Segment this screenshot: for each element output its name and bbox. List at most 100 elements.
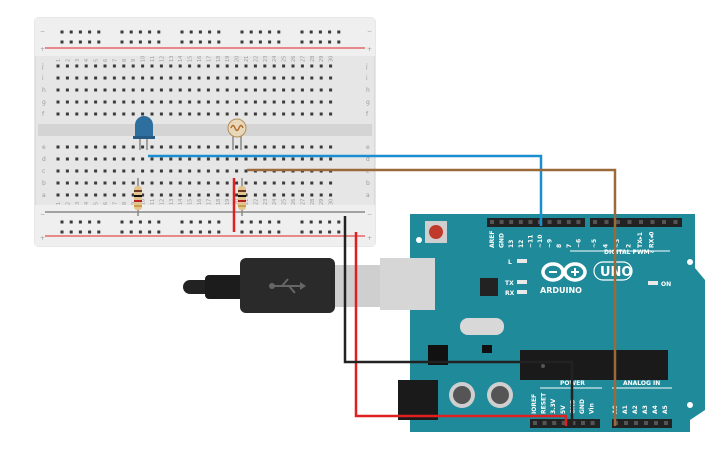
- rail-hole[interactable]: [217, 40, 221, 44]
- terminal-hole[interactable]: [235, 193, 239, 197]
- terminal-hole[interactable]: [178, 88, 182, 92]
- rail-hole[interactable]: [249, 220, 253, 224]
- header-pin[interactable]: [593, 220, 597, 224]
- terminal-hole[interactable]: [206, 88, 210, 92]
- terminal-hole[interactable]: [169, 169, 173, 173]
- header-pin[interactable]: [662, 220, 666, 224]
- terminal-hole[interactable]: [169, 157, 173, 161]
- terminal-hole[interactable]: [244, 169, 248, 173]
- terminal-hole[interactable]: [197, 181, 201, 185]
- terminal-hole[interactable]: [263, 193, 267, 197]
- rail-hole[interactable]: [208, 40, 212, 44]
- terminal-hole[interactable]: [206, 100, 210, 104]
- resistor-1[interactable]: [134, 178, 142, 216]
- terminal-hole[interactable]: [75, 181, 79, 185]
- terminal-hole[interactable]: [216, 181, 220, 185]
- terminal-hole[interactable]: [310, 76, 314, 80]
- terminal-hole[interactable]: [150, 157, 154, 161]
- terminal-hole[interactable]: [112, 157, 116, 161]
- terminal-hole[interactable]: [150, 64, 154, 68]
- terminal-hole[interactable]: [112, 169, 116, 173]
- rail-hole[interactable]: [208, 230, 212, 234]
- terminal-hole[interactable]: [94, 100, 98, 104]
- terminal-hole[interactable]: [263, 181, 267, 185]
- terminal-hole[interactable]: [141, 64, 145, 68]
- header-pin[interactable]: [499, 220, 504, 224]
- terminal-hole[interactable]: [319, 157, 323, 161]
- rail-hole[interactable]: [129, 30, 133, 34]
- terminal-hole[interactable]: [235, 112, 239, 116]
- rail-hole[interactable]: [208, 220, 212, 224]
- terminal-hole[interactable]: [291, 100, 295, 104]
- rail-hole[interactable]: [208, 30, 212, 34]
- rail-hole[interactable]: [138, 230, 142, 234]
- terminal-hole[interactable]: [169, 145, 173, 149]
- terminal-hole[interactable]: [319, 181, 323, 185]
- terminal-hole[interactable]: [206, 112, 210, 116]
- terminal-hole[interactable]: [188, 88, 192, 92]
- terminal-hole[interactable]: [150, 181, 154, 185]
- rail-hole[interactable]: [148, 30, 152, 34]
- rail-hole[interactable]: [268, 30, 272, 34]
- brown-wire[interactable]: [247, 168, 617, 426]
- terminal-hole[interactable]: [178, 157, 182, 161]
- rail-hole[interactable]: [277, 30, 281, 34]
- terminal-hole[interactable]: [263, 88, 267, 92]
- terminal-hole[interactable]: [122, 76, 126, 80]
- terminal-hole[interactable]: [253, 88, 257, 92]
- rail-hole[interactable]: [180, 220, 184, 224]
- terminal-hole[interactable]: [244, 181, 248, 185]
- terminal-hole[interactable]: [225, 181, 229, 185]
- rail-hole[interactable]: [60, 230, 64, 234]
- terminal-hole[interactable]: [178, 76, 182, 80]
- terminal-hole[interactable]: [282, 64, 286, 68]
- terminal-hole[interactable]: [141, 88, 145, 92]
- rail-hole[interactable]: [240, 220, 244, 224]
- rail-hole[interactable]: [138, 30, 142, 34]
- terminal-hole[interactable]: [319, 88, 323, 92]
- terminal-hole[interactable]: [263, 64, 267, 68]
- terminal-hole[interactable]: [122, 193, 126, 197]
- rail-hole[interactable]: [97, 30, 101, 34]
- terminal-hole[interactable]: [197, 112, 201, 116]
- terminal-hole[interactable]: [263, 145, 267, 149]
- terminal-hole[interactable]: [159, 76, 163, 80]
- terminal-hole[interactable]: [300, 64, 304, 68]
- terminal-hole[interactable]: [169, 88, 173, 92]
- rail-hole[interactable]: [138, 40, 142, 44]
- terminal-hole[interactable]: [169, 181, 173, 185]
- terminal-hole[interactable]: [131, 88, 135, 92]
- rail-hole[interactable]: [268, 220, 272, 224]
- terminal-hole[interactable]: [75, 112, 79, 116]
- terminal-hole[interactable]: [75, 145, 79, 149]
- terminal-hole[interactable]: [329, 100, 333, 104]
- terminal-hole[interactable]: [216, 145, 220, 149]
- terminal-hole[interactable]: [235, 88, 239, 92]
- terminal-hole[interactable]: [272, 100, 276, 104]
- terminal-hole[interactable]: [178, 193, 182, 197]
- terminal-hole[interactable]: [159, 100, 163, 104]
- header-pin[interactable]: [627, 220, 632, 224]
- header-pin[interactable]: [576, 220, 581, 224]
- terminal-hole[interactable]: [272, 157, 276, 161]
- rail-hole[interactable]: [97, 40, 101, 44]
- terminal-hole[interactable]: [131, 193, 135, 197]
- terminal-hole[interactable]: [112, 145, 116, 149]
- rail-hole[interactable]: [217, 230, 221, 234]
- header-pin[interactable]: [561, 421, 566, 425]
- header-pin[interactable]: [509, 220, 514, 224]
- terminal-hole[interactable]: [188, 76, 192, 80]
- terminal-hole[interactable]: [282, 112, 286, 116]
- rail-hole[interactable]: [318, 40, 322, 44]
- terminal-hole[interactable]: [188, 157, 192, 161]
- header-pin[interactable]: [518, 220, 523, 224]
- terminal-hole[interactable]: [253, 157, 257, 161]
- terminal-hole[interactable]: [169, 76, 173, 80]
- header-pin[interactable]: [639, 220, 643, 224]
- terminal-hole[interactable]: [225, 145, 229, 149]
- rail-hole[interactable]: [198, 230, 202, 234]
- rail-hole[interactable]: [268, 40, 272, 44]
- terminal-hole[interactable]: [56, 157, 60, 161]
- rail-hole[interactable]: [180, 30, 184, 34]
- terminal-hole[interactable]: [244, 157, 248, 161]
